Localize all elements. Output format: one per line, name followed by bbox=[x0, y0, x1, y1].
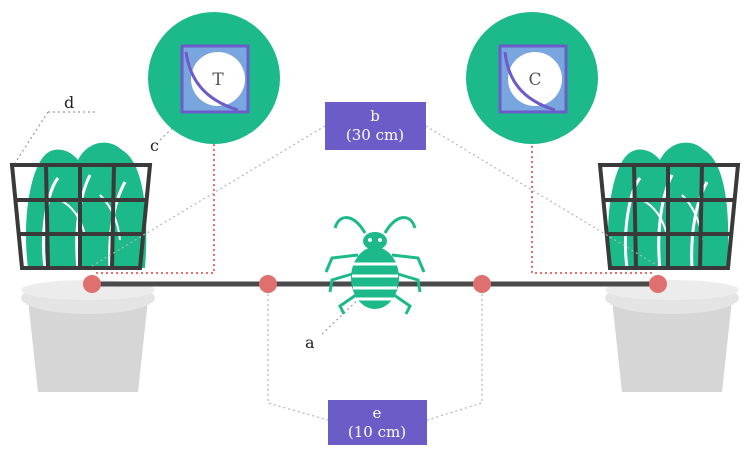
node-right-plant bbox=[649, 275, 667, 293]
box-e-distance: (10 cm) bbox=[348, 423, 406, 441]
box-e bbox=[328, 400, 427, 445]
control-chamber bbox=[466, 12, 598, 144]
label-c: c bbox=[150, 136, 159, 155]
box-b-letter: b bbox=[370, 107, 380, 125]
b-leader-lines bbox=[91, 125, 659, 267]
right-red-lead bbox=[531, 142, 652, 274]
insect-icon bbox=[324, 216, 426, 315]
left-plant bbox=[25, 142, 147, 271]
node-left-plant bbox=[83, 275, 101, 293]
label-d: d bbox=[64, 93, 74, 112]
control-label: C bbox=[528, 70, 541, 90]
box-e-letter: e bbox=[373, 404, 382, 422]
left-pot bbox=[21, 280, 155, 392]
label-a: a bbox=[305, 333, 315, 352]
node-right-inner bbox=[473, 275, 491, 293]
d-leader-lines bbox=[14, 111, 96, 164]
treatment-label: T bbox=[212, 70, 224, 90]
node-left-inner bbox=[259, 275, 277, 293]
box-b bbox=[325, 102, 426, 150]
left-red-lead bbox=[96, 142, 215, 274]
box-b-distance: (30 cm) bbox=[346, 126, 404, 144]
a-leader-line bbox=[321, 295, 363, 335]
right-cage bbox=[597, 163, 741, 270]
right-pot bbox=[605, 280, 739, 392]
left-cage bbox=[9, 163, 153, 270]
treatment-chamber bbox=[148, 12, 280, 144]
